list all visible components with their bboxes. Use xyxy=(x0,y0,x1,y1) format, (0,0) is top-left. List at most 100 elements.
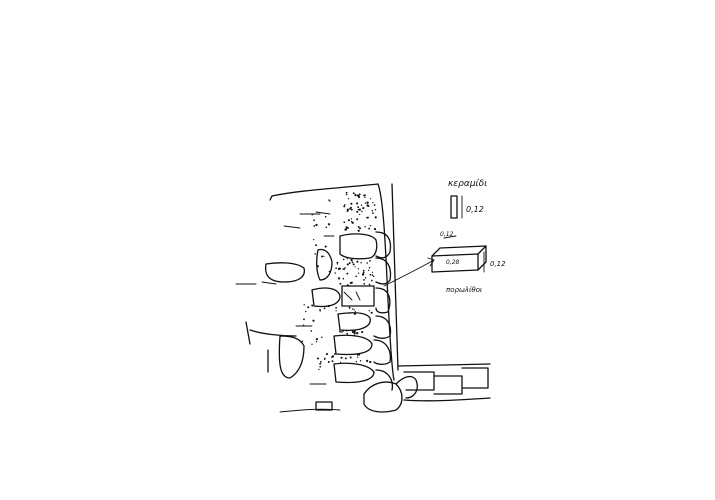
stipple-dot xyxy=(312,319,315,322)
stipple-dot xyxy=(327,223,331,226)
stipple-dot xyxy=(302,324,305,326)
stipple-dot xyxy=(359,213,361,216)
dimension-label-small: 0,12 xyxy=(440,231,454,238)
stipple-dot xyxy=(351,221,354,224)
stipple-dot xyxy=(362,271,365,274)
stipple-dot xyxy=(365,359,369,363)
stipple-dot xyxy=(315,340,318,343)
stipple-dot xyxy=(343,268,345,271)
stipple-dot xyxy=(361,210,363,213)
stipple-dot xyxy=(366,201,369,204)
stipple-dot xyxy=(353,331,356,335)
stipple-dot xyxy=(315,223,318,227)
stipple-dot xyxy=(355,361,358,363)
stipple-dot xyxy=(337,277,341,280)
stipple-dot xyxy=(374,216,377,219)
stipple-dot xyxy=(369,198,372,200)
stipple-dot xyxy=(357,206,360,209)
stipple-dot xyxy=(358,353,361,356)
stipple-dot xyxy=(340,356,343,359)
stipple-dot xyxy=(355,275,358,278)
stipple-dot xyxy=(371,274,374,276)
stipple-dot xyxy=(362,207,365,210)
stipple-dot xyxy=(366,262,369,264)
material-label-top: κεραμίδι xyxy=(448,179,487,189)
stipple-dot xyxy=(341,331,343,333)
stipple-dot xyxy=(349,282,352,284)
stipple-dot xyxy=(369,225,372,227)
stipple-dot xyxy=(335,267,337,270)
stipple-dot xyxy=(342,268,344,270)
stipple-dot xyxy=(354,311,357,313)
stipple-dot xyxy=(370,311,373,314)
stipple-dot xyxy=(311,343,313,345)
stipple-dot xyxy=(311,213,314,216)
stipple-dot xyxy=(319,310,321,312)
stipple-dot xyxy=(327,251,329,253)
stipple-dot xyxy=(313,219,315,222)
stipple-dot xyxy=(334,272,336,274)
stipple-dot xyxy=(323,307,326,310)
stipple-dot xyxy=(329,200,331,202)
stipple-dot xyxy=(363,283,366,285)
stipple-dot xyxy=(353,334,356,336)
dimension-label-block: 0,28 xyxy=(446,259,460,266)
stipple-dot xyxy=(342,330,345,332)
pier-stones xyxy=(311,231,394,391)
stipple-dot xyxy=(328,199,330,201)
stipple-dot xyxy=(368,266,371,269)
dimension-label-2: 0,12 xyxy=(490,260,506,268)
stipple-dot xyxy=(356,218,359,221)
mortar-stipple xyxy=(301,191,377,371)
stipple-dot xyxy=(345,191,348,194)
stipple-dot xyxy=(347,198,349,200)
stipple-dot xyxy=(335,306,338,309)
stipple-dot xyxy=(316,357,320,360)
stipple-dot xyxy=(361,273,365,276)
stipple-dot xyxy=(349,206,352,209)
stipple-dot xyxy=(315,338,318,341)
stipple-dot xyxy=(368,310,370,312)
stipple-dot xyxy=(327,304,330,308)
stipple-dot xyxy=(374,209,377,211)
ground-stones xyxy=(315,363,491,413)
stipple-dot xyxy=(360,261,362,264)
stipple-dot xyxy=(346,210,349,212)
stipple-dot xyxy=(372,212,374,214)
stipple-dot xyxy=(357,229,360,232)
stipple-dot xyxy=(357,225,360,228)
stipple-dot xyxy=(301,340,304,343)
stipple-dot xyxy=(356,260,359,263)
stipple-dot xyxy=(320,361,322,363)
stipple-dot xyxy=(353,309,356,311)
stipple-dot xyxy=(364,277,367,279)
stipple-dot xyxy=(354,193,357,197)
stipple-dot xyxy=(348,262,351,265)
stipple-dot xyxy=(343,205,346,208)
stipple-dot xyxy=(366,204,369,207)
stipple-dot xyxy=(310,330,313,332)
wall-stones-left xyxy=(245,211,341,413)
stipple-dot xyxy=(352,192,355,195)
stipple-dot xyxy=(370,279,373,282)
stipple-dot xyxy=(357,208,360,211)
stipple-dot xyxy=(336,263,339,265)
stipple-dot xyxy=(348,306,351,309)
stipple-dot xyxy=(346,258,348,260)
stipple-dot xyxy=(315,244,318,247)
stipple-dot xyxy=(346,284,349,287)
stipple-dot xyxy=(351,330,354,333)
stipple-dot xyxy=(363,194,365,197)
stipple-dot xyxy=(339,330,341,333)
material-label-bottom: πορωλίθοι xyxy=(446,286,482,294)
stipple-dot xyxy=(343,221,346,224)
stone-block-detail xyxy=(431,235,487,273)
stipple-dot xyxy=(357,268,360,270)
stipple-dot xyxy=(346,332,349,335)
leader-arrow xyxy=(235,257,435,287)
stipple-dot xyxy=(364,196,366,199)
tile-detail xyxy=(450,195,463,219)
stipple-dot xyxy=(321,255,324,258)
stipple-dot xyxy=(327,361,330,363)
